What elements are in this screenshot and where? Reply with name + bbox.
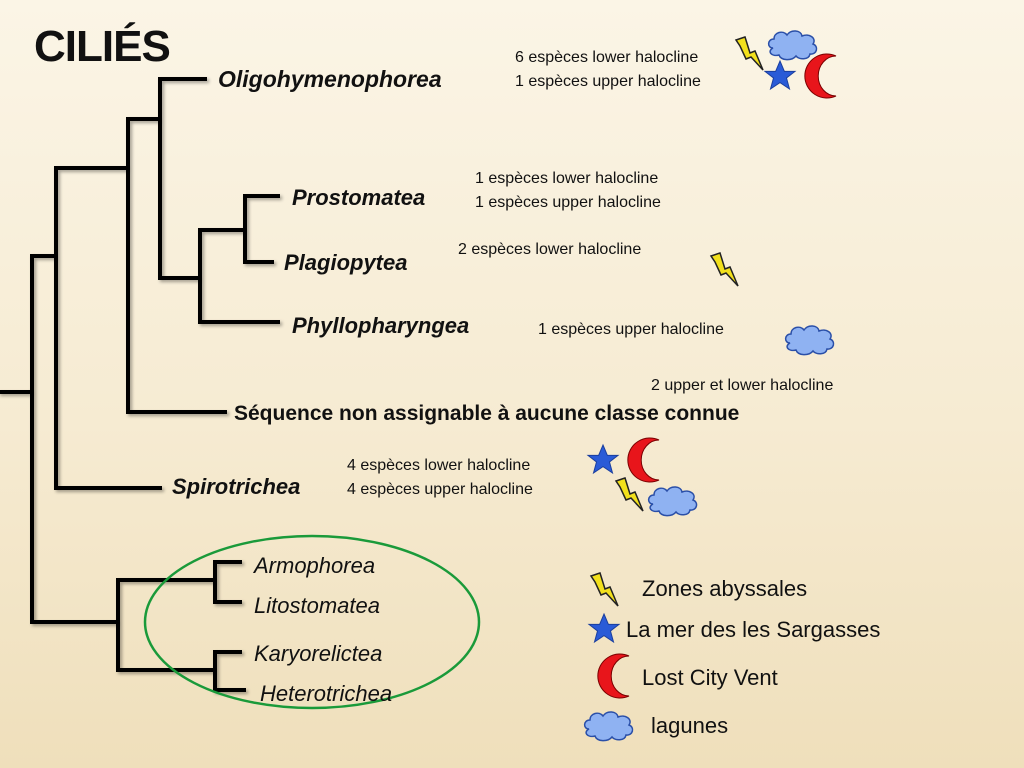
legend-sargasso: La mer des les Sargasses (626, 617, 881, 642)
taxon-armophorea: Armophorea (254, 553, 376, 578)
slide-title: CILIÉS (34, 22, 171, 71)
taxon-plagiopytea: Plagiopytea (284, 250, 408, 275)
taxon-phyllopharyngea: Phyllopharyngea (292, 313, 470, 338)
cloud-icon (647, 486, 698, 517)
taxon-oligohymenophorea: Oligohymenophorea (218, 66, 442, 92)
note-plagio-lower: 2 espèces lower halocline (458, 241, 642, 258)
taxon-unassigned-sequence: Séquence non assignable à aucune classe … (234, 402, 740, 425)
crescent-icon (804, 53, 837, 99)
lightning-icon (615, 477, 644, 512)
star-icon (763, 59, 797, 91)
cloud-icon (784, 325, 835, 356)
star-icon (587, 612, 621, 644)
taxon-heterotrichea: Heterotrichea (260, 681, 393, 706)
note-phyllo-upper: 1 espèces upper halocline (538, 321, 724, 338)
lightning-icon (710, 252, 739, 287)
note-spiro-lower: 4 espèces lower halocline (347, 457, 531, 474)
note-spiro-upper: 4 espèces upper halocline (347, 481, 533, 498)
crescent-icon (597, 653, 630, 699)
highlight-ellipse (143, 534, 481, 710)
taxon-karyorelictea: Karyorelictea (254, 641, 383, 666)
note-oligo-upper: 1 espèces upper halocline (515, 73, 701, 90)
legend-abyssal: Zones abyssales (642, 576, 808, 601)
taxon-litostomatea: Litostomatea (254, 593, 380, 618)
cloud-icon (767, 30, 818, 61)
lightning-icon (590, 572, 619, 607)
taxon-prostomatea: Prostomatea (292, 185, 426, 210)
cloud-icon (583, 711, 634, 742)
legend-lost-city: Lost City Vent (642, 665, 778, 690)
star-icon (586, 443, 620, 475)
note-oligo-lower: 6 espèces lower halocline (515, 49, 699, 66)
note-prost-upper: 1 espèces upper halocline (475, 194, 661, 211)
tree-branches (0, 77, 280, 692)
taxon-spirotrichea: Spirotrichea (172, 474, 301, 499)
crescent-icon (627, 437, 660, 483)
note-sequence: 2 upper et lower halocline (651, 377, 834, 394)
legend-lagoons: lagunes (651, 713, 729, 738)
lightning-icon (735, 36, 764, 71)
note-prost-lower: 1 espèces lower halocline (475, 170, 659, 187)
